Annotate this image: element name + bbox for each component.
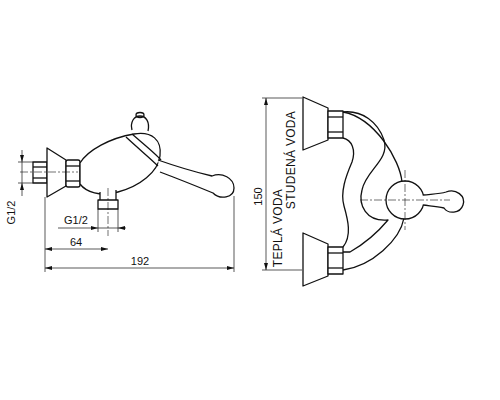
thread-size: G1/2 [63,215,89,226]
side-view [18,113,234,273]
dimension: 150 [252,186,263,206]
water-label: TEPLÁ VODA [272,188,284,268]
water-label: STUDENÁ VODA [285,110,297,210]
front-view [262,97,464,286]
thread-size: G1/2 [7,199,18,225]
dimension: 64 [69,237,83,248]
dimension: 192 [130,256,150,267]
